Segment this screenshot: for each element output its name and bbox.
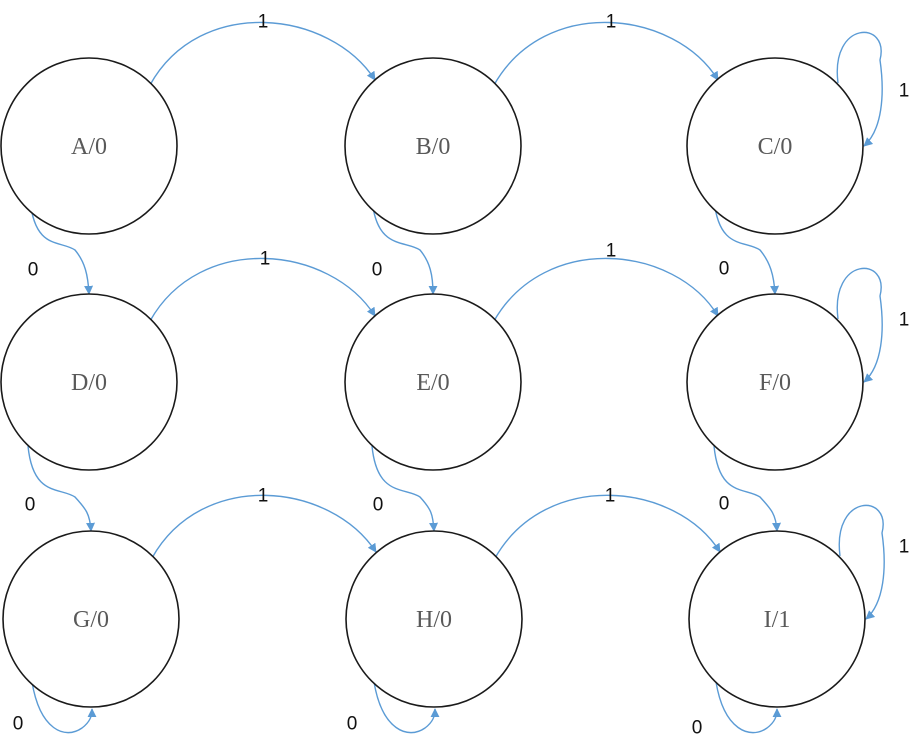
state-circle-d (0, 293, 178, 471)
transition-arrow-f-f (836, 267, 883, 383)
transition-arrow-a-b (149, 21, 376, 86)
transition-arrow-i-i (715, 681, 782, 734)
transition-arrow-b-e (371, 199, 438, 295)
transition-label-b-e: 0 (372, 260, 383, 281)
transition-arrow-e-h (371, 445, 439, 532)
transition-arrow-d-e (149, 257, 376, 322)
transition-label-h-h: 0 (347, 714, 358, 735)
transition-label-f-f: 1 (899, 310, 910, 331)
state-circle-a (0, 57, 178, 235)
transition-label-h-i: 1 (605, 486, 616, 507)
transition-arrow-d-g (27, 445, 96, 532)
state-label-b: B/0 (416, 134, 451, 160)
state-circle-b (344, 57, 522, 235)
state-node-a: A/0 (0, 57, 178, 235)
transition-label-e-h: 0 (373, 495, 384, 516)
state-label-a: A/0 (71, 134, 107, 160)
transition-arrow-c-c (836, 31, 883, 147)
transition-label-c-f: 0 (719, 259, 730, 280)
transition-arrow-a-d (29, 199, 94, 295)
state-node-c: C/0 (686, 57, 864, 235)
transition-label-i-i: 0 (692, 718, 703, 736)
state-circle-i (688, 530, 866, 708)
state-circle-f (686, 293, 864, 471)
transition-arrow-f-i (713, 445, 782, 532)
transition-arrow-g-h (151, 494, 377, 559)
transition-label-d-e: 1 (260, 249, 271, 270)
transition-label-c-c: 1 (899, 81, 910, 102)
state-label-h: H/0 (416, 607, 452, 633)
state-node-b: B/0 (344, 57, 522, 235)
state-label-c: C/0 (758, 134, 793, 160)
transition-label-g-h: 1 (258, 486, 269, 507)
transition-arrow-c-f (713, 199, 780, 295)
transition-arrow-h-h (373, 681, 440, 734)
transitions-layer (27, 21, 885, 734)
state-label-f: F/0 (759, 370, 791, 396)
transition-arrow-b-c (493, 21, 719, 86)
state-label-e: E/0 (416, 370, 449, 396)
transition-label-a-d: 0 (28, 260, 39, 281)
state-circle-h (345, 530, 523, 708)
transition-label-b-c: 1 (606, 12, 617, 33)
state-label-d: D/0 (71, 370, 107, 396)
state-circle-c (686, 57, 864, 235)
state-node-i: I/1 (688, 530, 866, 708)
transition-label-f-i: 0 (719, 494, 730, 515)
state-node-h: H/0 (345, 530, 523, 708)
transition-arrow-g-g (31, 681, 97, 734)
state-circle-g (2, 530, 180, 708)
states-layer: A/0 B/0 C/0D/0 E/0 F/0G/0 H/0 I/1 (0, 57, 866, 708)
state-node-g: G/0 (2, 530, 180, 708)
transition-label-a-b: 1 (258, 12, 269, 33)
state-node-d: D/0 (0, 293, 178, 471)
state-node-e: E/0 (344, 293, 522, 471)
state-label-g: G/0 (73, 607, 109, 633)
transition-arrow-h-i (494, 494, 721, 559)
transition-arrow-e-f (493, 257, 719, 322)
transition-label-d-g: 0 (25, 495, 36, 516)
state-label-i: I/1 (764, 607, 791, 633)
transition-label-g-g: 0 (13, 714, 24, 735)
transition-label-e-f: 1 (606, 241, 617, 262)
transition-labels-layer: 1 1 1 0 0 0 1 1 1 0 0 0 1 1 1 0 0 0 (13, 12, 910, 736)
state-circle-e (344, 293, 522, 471)
transition-arrow-i-i (838, 504, 885, 620)
state-node-f: F/0 (686, 293, 864, 471)
transition-label-i-i: 1 (899, 537, 910, 558)
